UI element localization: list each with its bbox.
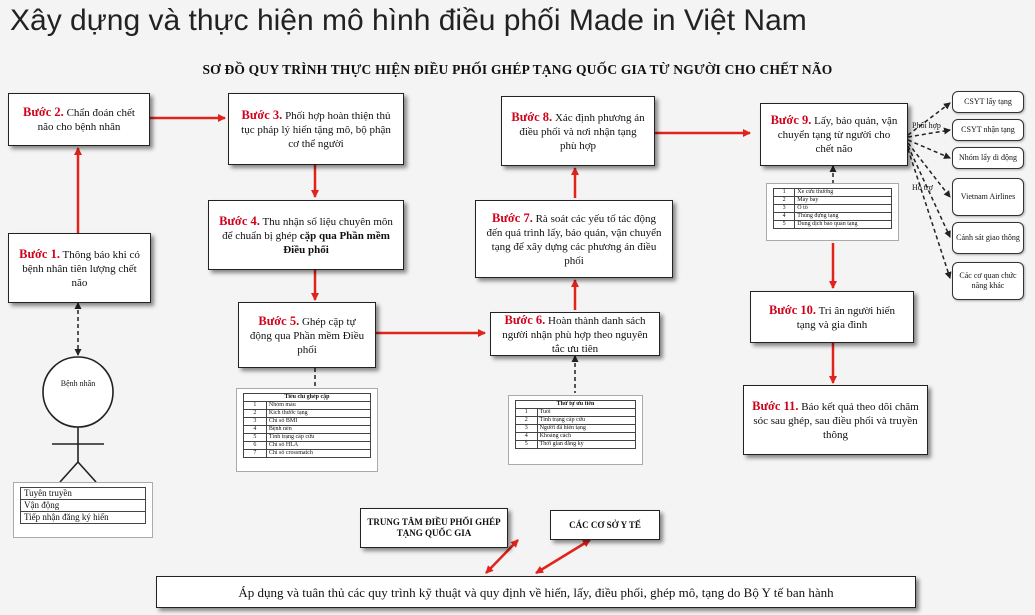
national-center-box: TRUNG TÂM ĐIỀU PHỐI GHÉP TẠNG QUỐC GIA	[360, 508, 508, 548]
step-11-label: Bước 11.	[752, 398, 799, 413]
coordinate-label: Phối hợp	[912, 121, 941, 130]
table-header: Thứ tự ưu tiên	[515, 400, 636, 409]
step-9-text: Lấy, bảo quản, vận chuyển tạng từ người …	[777, 115, 898, 155]
step-11-box: Bước 11. Báo kết quả theo dõi chăm sóc s…	[743, 385, 928, 455]
table-header: Tiêu chí ghép cặp	[243, 393, 371, 402]
step-2-text: Chẩn đoán chết não cho bệnh nhân	[37, 107, 135, 133]
step-8-label: Bước 8.	[511, 109, 553, 124]
step-4-text-bold: cặp qua Phần mềm Điều phối	[283, 229, 390, 256]
step-11-text: Báo kết quả theo dõi chăm sóc sau ghép, …	[753, 400, 919, 441]
dashed-links	[74, 102, 952, 393]
page-title: Xây dựng và thực hiện mô hình điều phối …	[10, 4, 807, 37]
partner-csyt-lay-tang: CSYT lấy tạng	[952, 91, 1024, 113]
medical-facilities-box: CÁC CƠ SỞ Y TẾ	[550, 510, 660, 540]
step-7-text: Rà soát các yếu tố tác động đến quá trìn…	[486, 212, 662, 267]
partner-vietnam-airlines: Vietnam Airlines	[952, 178, 1024, 216]
step-6-label: Bước 6.	[504, 312, 546, 327]
step-6-box: Bước 6. Hoàn thành danh sách người nhận …	[490, 312, 660, 356]
step-10-box: Bước 10. Tri ân người hiến tạng và gia đ…	[750, 291, 914, 343]
step-3-text: Phối hợp hoàn thiện thủ tục pháp lý hiến…	[241, 109, 391, 150]
partner-csyt-nhan-tang: CSYT nhận tạng	[952, 119, 1024, 141]
list-item: Vận động	[20, 499, 146, 512]
arrow-center-bottom	[485, 539, 519, 574]
step-4-box: Bước 4. Thu nhận số liệu chuyên môn để c…	[208, 200, 404, 270]
step-8-box: Bước 8. Xác định phương án điều phối và …	[501, 96, 655, 166]
step-4-text: Thu nhận số liệu chuyên môn để chuẩn bị …	[222, 215, 393, 242]
step-2-box: Bước 2. Chẩn đoán chết não cho bệnh nhân	[8, 93, 150, 146]
patient-list-frame: Tuyên truyền Vận động Tiếp nhận đăng ký …	[13, 482, 153, 538]
step-9-label: Bước 9.	[770, 113, 812, 127]
step-9-box: Bước 9. Lấy, bảo quản, vận chuyển tạng t…	[760, 103, 908, 166]
step-3-box: Bước 3. Phối hợp hoàn thiện thủ tục pháp…	[228, 93, 404, 165]
patient-figure	[42, 356, 114, 483]
step-5-text: Ghép cặp tự động qua Phần mềm Điều phối	[249, 315, 365, 356]
regulation-box: Áp dụng và tuân thủ các quy trình kỹ thu…	[156, 576, 916, 608]
patient-list: Tuyên truyền Vận động Tiếp nhận đăng ký …	[20, 487, 146, 524]
list-item: Tuyên truyền	[20, 487, 146, 500]
step-3-label: Bước 3.	[241, 107, 283, 122]
step-4-label: Bước 4.	[219, 213, 260, 228]
step-10-label: Bước 10.	[768, 302, 817, 317]
support-label: Hỗ trợ	[912, 183, 933, 192]
step-8-text: Xác định phương án điều phối và nơi nhận…	[519, 111, 645, 152]
step-7-box: Bước 7. Rà soát các yếu tố tác động đến …	[475, 200, 673, 278]
partner-nhom-lay-di-dong: Nhóm lấy di động	[952, 147, 1024, 169]
step-1-text: Thông báo khi có bệnh nhân tiên lượng ch…	[22, 248, 140, 289]
step-7-label: Bước 7.	[492, 210, 533, 225]
list-item: Tiếp nhận đăng ký hiến	[20, 511, 146, 524]
step-10-text: Tri ân người hiến tạng và gia đình	[796, 304, 896, 331]
partner-co-quan-khac: Các cơ quan chức năng khác	[952, 262, 1024, 300]
arrow-facilities-bottom	[535, 538, 591, 575]
process-arrows	[74, 114, 837, 575]
patient-label: Bệnh nhân	[60, 379, 96, 388]
step-5-label: Bước 5.	[258, 313, 300, 328]
step-6-text: Hoàn thành danh sách người nhận phù hợp …	[502, 314, 648, 355]
step-2-label: Bước 2.	[23, 105, 64, 119]
partner-canh-sat: Cảnh sát giao thông	[952, 222, 1024, 254]
step-1-box: Bước 1. Thông báo khi có bệnh nhân tiên …	[8, 233, 151, 303]
diagram-subtitle: SƠ ĐỒ QUY TRÌNH THỰC HIỆN ĐIỀU PHỐI GHÉP…	[202, 62, 833, 77]
step-1-label: Bước 1.	[19, 246, 60, 261]
patient-head	[42, 356, 114, 428]
step-5-box: Bước 5. Ghép cặp tự động qua Phần mềm Đi…	[238, 302, 376, 368]
